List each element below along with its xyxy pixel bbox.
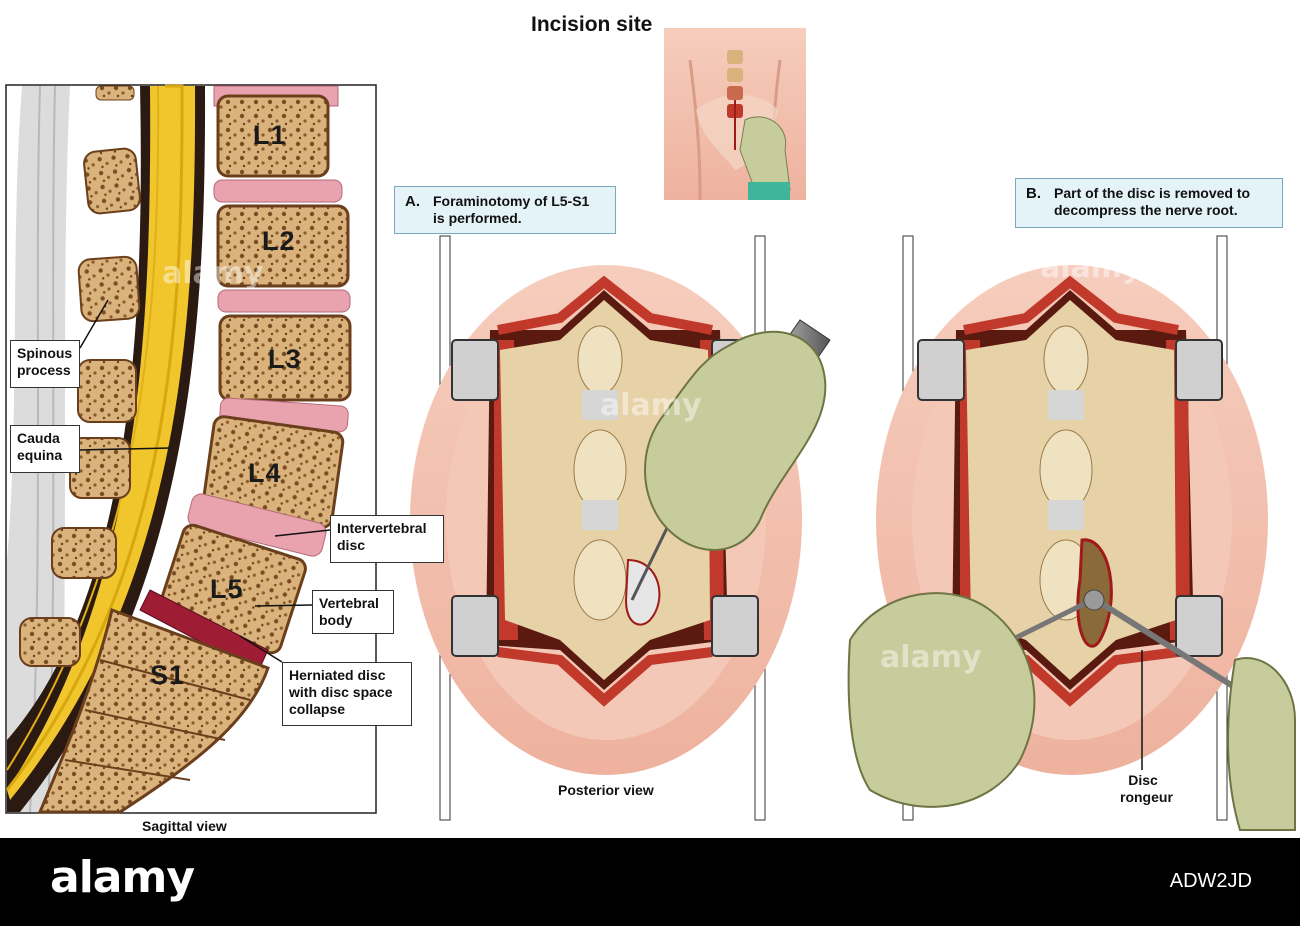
- watermark: alamy: [880, 640, 982, 675]
- watermark: alamy: [162, 256, 264, 291]
- callout-b: B. Part of the disc is removed to decomp…: [1015, 178, 1283, 228]
- footer-bar: alamy ADW2JD: [0, 838, 1300, 926]
- vertebra-label-s1: S1: [150, 660, 186, 690]
- callout-b-line-1: Part of the disc is removed to: [1054, 185, 1251, 201]
- watermark: alamy: [1040, 250, 1142, 285]
- incision-inset: [664, 28, 806, 201]
- sagittal-leader-lines: [79, 299, 377, 663]
- caption-sagittal-view: Sagittal view: [142, 818, 227, 834]
- image-id: ADW2JD: [1169, 870, 1252, 892]
- callout-a-line-1: Foraminotomy of L5-S1: [433, 193, 590, 209]
- alamy-logo: alamy: [50, 852, 195, 903]
- vertebra-label-l3: L3: [268, 344, 302, 374]
- vertebra-label-l4: L4: [248, 458, 282, 488]
- panel-a-surgical-field: [410, 235, 831, 821]
- watermark: alamy: [600, 388, 702, 423]
- page-title: Incision site: [531, 13, 653, 36]
- panel-b-surgical-field: [847, 235, 1296, 831]
- vertebra-label-l5: L5: [210, 574, 244, 604]
- caption-posterior-view: Posterior view: [558, 782, 654, 798]
- callout-b-letter: B.: [1026, 185, 1041, 202]
- vertebra-label-l2: L2: [262, 226, 296, 256]
- vertebra-label-l1: L1: [253, 120, 287, 150]
- callout-b-line-2: decompress the nerve root.: [1054, 202, 1238, 218]
- callout-a-line-2: is performed.: [433, 210, 522, 226]
- callout-a-letter: A.: [405, 193, 420, 210]
- callout-a: A. Foraminotomy of L5-S1 is performed.: [394, 186, 616, 234]
